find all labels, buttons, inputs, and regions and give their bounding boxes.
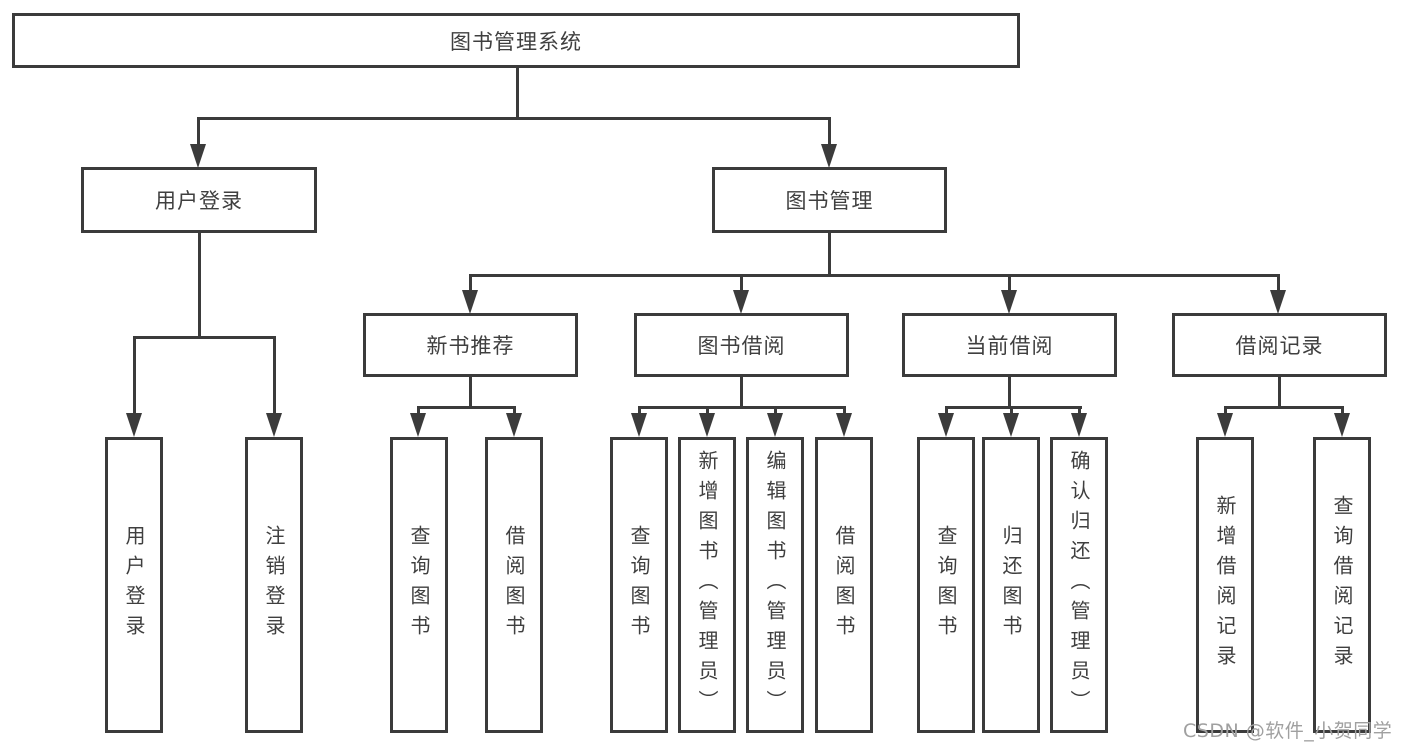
leaf-query-books-current: 查询图书: [917, 437, 975, 733]
arrow-down-icon: [1334, 413, 1350, 437]
arrow-down-icon: [1001, 290, 1017, 314]
leaf-query-books-recommend: 查询图书: [390, 437, 448, 733]
connector-line: [133, 336, 276, 339]
arrow-down-icon: [1217, 413, 1233, 437]
arrow-down-icon: [1270, 290, 1286, 314]
connector-line: [1341, 406, 1344, 416]
leaf-add-book-admin: 新增图书（管理员）: [678, 437, 736, 733]
node-library-management-system: 图书管理系统: [12, 13, 1020, 68]
leaf-label: 编辑图书（管理员）: [763, 450, 787, 720]
connector-line: [198, 233, 201, 336]
leaf-label: 新增借阅记录: [1213, 495, 1237, 675]
leaf-borrow-books-recommend: 借阅图书: [485, 437, 543, 733]
connector-line: [638, 406, 846, 409]
connector-line: [516, 67, 519, 117]
connector-line: [417, 406, 420, 416]
connector-line: [133, 336, 136, 416]
node-user-login: 用户登录: [81, 167, 317, 233]
arrow-down-icon: [836, 413, 852, 437]
csdn-watermark: CSDN @软件_小贺同学: [1183, 720, 1393, 742]
connector-line: [945, 406, 1082, 409]
leaf-label: 查询图书: [407, 525, 431, 645]
connector-line: [1008, 377, 1011, 406]
arrow-down-icon: [506, 413, 522, 437]
node-current-borrowing: 当前借阅: [902, 313, 1117, 377]
leaf-label: 借阅图书: [502, 525, 526, 645]
leaf-label: 用户登录: [122, 525, 146, 645]
connector-line: [1278, 377, 1281, 406]
arrow-down-icon: [462, 290, 478, 314]
node-borrowing-records: 借阅记录: [1172, 313, 1387, 377]
connector-line: [740, 274, 743, 294]
leaf-query-books-borrow: 查询图书: [610, 437, 668, 733]
leaf-label: 归还图书: [999, 525, 1023, 645]
connector-line: [706, 406, 709, 416]
connector-line: [945, 406, 948, 416]
leaf-user-login: 用户登录: [105, 437, 163, 733]
connector-line: [828, 117, 831, 147]
arrow-down-icon: [1003, 413, 1019, 437]
connector-line: [469, 274, 472, 294]
arrow-down-icon: [821, 144, 837, 168]
leaf-label: 确认归还（管理员）: [1067, 450, 1091, 720]
connector-line: [828, 232, 831, 274]
arrow-down-icon: [938, 413, 954, 437]
arrow-down-icon: [767, 413, 783, 437]
arrow-down-icon: [266, 413, 282, 437]
leaf-add-borrow-record: 新增借阅记录: [1196, 437, 1254, 733]
connector-line: [417, 406, 516, 409]
connector-line: [273, 336, 276, 416]
connector-line: [1008, 274, 1011, 294]
leaf-label: 查询借阅记录: [1330, 495, 1354, 675]
connector-line: [1224, 406, 1344, 409]
connector-line: [513, 406, 516, 416]
connector-line: [1010, 406, 1013, 416]
connector-line: [740, 377, 743, 406]
arrow-down-icon: [699, 413, 715, 437]
connector-line: [638, 406, 641, 416]
connector-line: [469, 274, 1280, 277]
node-book-management: 图书管理: [712, 167, 947, 233]
connector-line: [774, 406, 777, 416]
leaf-query-borrow-record: 查询借阅记录: [1313, 437, 1371, 733]
arrow-down-icon: [733, 290, 749, 314]
leaf-edit-book-admin: 编辑图书（管理员）: [746, 437, 804, 733]
leaf-label: 查询图书: [934, 525, 958, 645]
connector-line: [197, 117, 831, 120]
leaf-label: 借阅图书: [832, 525, 856, 645]
arrow-down-icon: [631, 413, 647, 437]
arrow-down-icon: [410, 413, 426, 437]
leaf-return-books: 归还图书: [982, 437, 1040, 733]
connector-line: [1078, 406, 1081, 416]
node-book-borrowing: 图书借阅: [634, 313, 849, 377]
connector-line: [197, 117, 200, 147]
leaf-confirm-return-admin: 确认归还（管理员）: [1050, 437, 1108, 733]
arrow-down-icon: [126, 413, 142, 437]
leaf-borrow-books: 借阅图书: [815, 437, 873, 733]
leaf-label: 查询图书: [627, 525, 651, 645]
connector-line: [469, 377, 472, 406]
connector-line: [843, 406, 846, 416]
connector-line: [1277, 274, 1280, 294]
leaf-logout: 注销登录: [245, 437, 303, 733]
arrow-down-icon: [1071, 413, 1087, 437]
leaf-label: 新增图书（管理员）: [695, 450, 719, 720]
leaf-label: 注销登录: [262, 525, 286, 645]
connector-line: [1224, 406, 1227, 416]
node-new-book-recommendation: 新书推荐: [363, 313, 578, 377]
arrow-down-icon: [190, 144, 206, 168]
